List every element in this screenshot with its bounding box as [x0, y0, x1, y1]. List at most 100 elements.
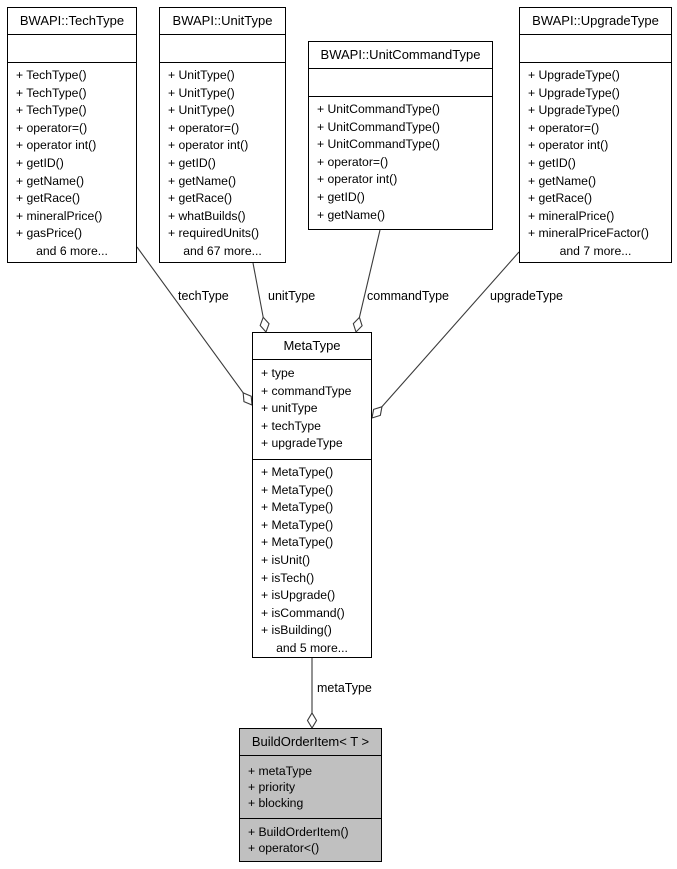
class-methods: + MetaType() + MetaType() + MetaType() + Me…: [253, 460, 371, 658]
member-row: + getID(): [317, 189, 365, 204]
member-row: + TechType(): [16, 103, 87, 118]
member-row: + commandType: [261, 383, 352, 398]
class-title: BWAPI::TechType: [8, 8, 136, 35]
aggregation-diamond-unittype: [259, 316, 270, 334]
member-row: + priority: [248, 780, 296, 794]
aggregation-diamond-techtype: [242, 391, 253, 406]
class-attributes: + type + commandType + unitType + techType +…: [253, 360, 371, 460]
member-row: + operator<(): [248, 841, 320, 855]
class-box-bwapi-unittype[interactable]: BWAPI::UnitType + UnitType()+ UnitType()…: [159, 7, 286, 263]
edge-label-metatype: metaType: [317, 681, 372, 695]
member-row: + MetaType(): [261, 535, 334, 550]
member-row: + MetaType(): [261, 500, 334, 515]
class-box-metatype[interactable]: MetaType + type+ commandType+ unitType+ …: [252, 332, 372, 658]
class-box-buildorderitem[interactable]: BuildOrderItem< T > + metaType + priority…: [239, 728, 382, 862]
member-row: + operator int(): [168, 138, 249, 153]
member-row: + type: [261, 366, 295, 380]
edge-label-upgradetype: upgradeType: [490, 289, 563, 303]
class-attributes: [520, 35, 671, 63]
class-title: BWAPI::UnitType: [160, 8, 285, 35]
member-row: + mineralPrice(): [528, 208, 615, 223]
aggregation-diamond-metatype: [306, 711, 318, 730]
member-row: + upgradeType: [261, 436, 343, 451]
member-row: + MetaType(): [261, 464, 334, 479]
member-row: + MetaType(): [261, 517, 334, 532]
member-row: + techType: [261, 418, 321, 433]
member-row: + getName(): [528, 173, 597, 188]
member-row: + BuildOrderItem(): [248, 825, 349, 839]
edge-label-commandtype: commandType: [367, 289, 449, 303]
member-row: + MetaType(): [261, 482, 334, 497]
member-row: + isBuilding(): [261, 623, 332, 638]
class-box-bwapi-techtype[interactable]: BWAPI::TechType + TechType()+ TechType()…: [7, 7, 137, 263]
member-row: + operator=(): [16, 120, 88, 135]
member-row: + UnitCommandType(): [317, 102, 440, 116]
member-row: + getID(): [168, 155, 216, 170]
edge-label-techtype: techType: [178, 289, 229, 303]
member-row: + TechType(): [16, 85, 87, 100]
class-methods: + UpgradeType() + UpgradeType() + UpgradeT…: [520, 63, 671, 262]
class-title: BWAPI::UpgradeType: [520, 8, 671, 35]
class-methods: + UnitType() + UnitType() + UnitType() + op…: [160, 63, 285, 262]
member-row: + UnitCommandType(): [317, 137, 440, 152]
member-row: + requiredUnits(): [168, 226, 260, 241]
member-row: and 7 more...: [559, 243, 632, 258]
edge-unittype: [252, 262, 264, 318]
member-row: + UpgradeType(): [528, 68, 620, 82]
member-row: + operator=(): [168, 120, 240, 135]
aggregation-diamond-commandtype: [352, 316, 363, 334]
member-row: + operator=(): [317, 154, 389, 169]
member-row: + getRace(): [16, 191, 81, 206]
class-methods: + BuildOrderItem() + operator<(): [240, 819, 381, 861]
member-row: + getRace(): [168, 191, 233, 206]
member-row: + UpgradeType(): [528, 103, 620, 118]
class-title: MetaType: [253, 333, 371, 360]
member-row: + operator int(): [528, 138, 609, 153]
member-row: and 5 more...: [276, 640, 348, 655]
member-row: + getRace(): [528, 191, 593, 206]
member-row: and 67 more...: [183, 243, 262, 258]
class-attributes: [8, 35, 136, 63]
member-row: + UnitType(): [168, 85, 235, 100]
member-row: + gasPrice(): [16, 226, 83, 241]
member-row: + isCommand(): [261, 605, 345, 620]
edge-commandtype: [358, 229, 381, 318]
aggregation-diamond-upgradetype: [371, 405, 383, 419]
class-methods: + TechType() + TechType() + TechType() + op…: [8, 63, 136, 262]
member-row: + mineralPriceFactor(): [528, 226, 649, 241]
member-row: + UnitType(): [168, 103, 235, 118]
edge-label-unittype: unitType: [268, 289, 316, 303]
member-row: + getName(): [168, 173, 237, 188]
class-title: BuildOrderItem< T >: [240, 729, 381, 756]
class-methods: + UnitCommandType() + UnitCommandType() + …: [309, 97, 492, 229]
class-attributes: [309, 69, 492, 97]
member-row: + getName(): [16, 173, 85, 188]
edge-techtype: [136, 246, 245, 395]
member-row: + mineralPrice(): [16, 208, 103, 223]
member-row: + isUpgrade(): [261, 588, 336, 603]
member-row: + whatBuilds(): [168, 208, 246, 223]
member-row: + getID(): [528, 155, 576, 170]
member-row: and 6 more...: [36, 243, 108, 258]
member-row: + UnitType(): [168, 68, 235, 82]
member-row: + isTech(): [261, 570, 315, 585]
class-attributes: + metaType + priority + blocking: [240, 756, 381, 819]
member-row: + TechType(): [16, 68, 87, 82]
class-attributes: [160, 35, 285, 63]
member-row: + getName(): [317, 207, 386, 222]
class-box-bwapi-upgradetype[interactable]: BWAPI::UpgradeType + UpgradeType()+ Upgr…: [519, 7, 672, 263]
edge-upgradetype: [381, 251, 520, 408]
member-row: + UnitCommandType(): [317, 119, 440, 134]
member-row: + operator=(): [528, 120, 600, 135]
member-row: + isUnit(): [261, 552, 311, 567]
class-box-bwapi-unitcommandtype[interactable]: BWAPI::UnitCommandType + UnitCommandType…: [308, 41, 493, 230]
member-row: + blocking: [248, 796, 304, 810]
member-row: + operator int(): [16, 138, 97, 153]
member-row: + metaType: [248, 764, 313, 778]
class-title: BWAPI::UnitCommandType: [309, 42, 492, 69]
member-row: + UpgradeType(): [528, 85, 620, 100]
member-row: + unitType: [261, 401, 318, 416]
member-row: + operator int(): [317, 172, 398, 187]
